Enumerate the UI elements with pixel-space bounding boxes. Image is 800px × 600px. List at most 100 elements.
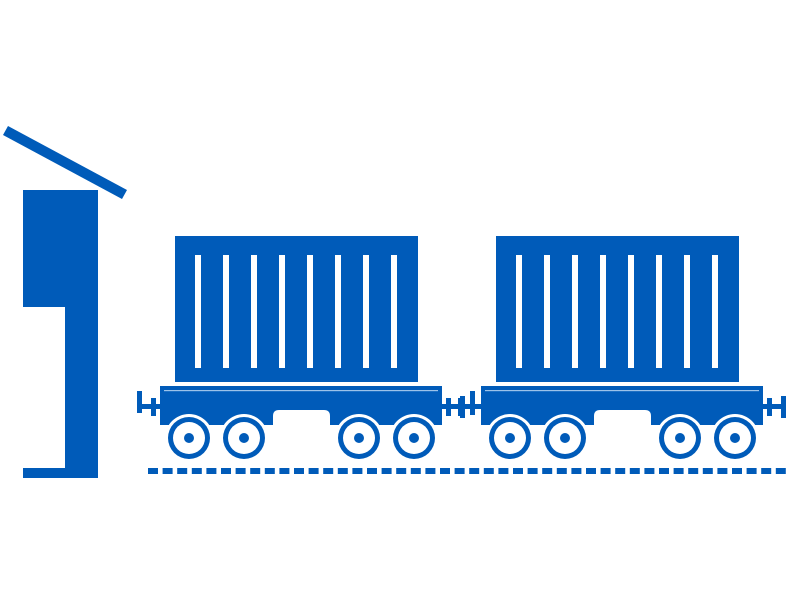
rail-dash	[308, 468, 319, 474]
wheel	[335, 414, 383, 462]
station-roof	[3, 126, 127, 199]
coupler	[137, 391, 160, 416]
rail-dash	[483, 468, 494, 474]
wheel-hub	[730, 433, 740, 443]
rail-dash	[279, 468, 290, 474]
rail-dash	[542, 468, 553, 474]
rail-dash	[177, 468, 188, 474]
rail-dash	[206, 468, 217, 474]
wagon	[481, 236, 763, 462]
container-slat	[391, 255, 397, 368]
container-slat	[279, 255, 285, 368]
rail-dash	[162, 468, 173, 474]
rail-dash	[717, 468, 728, 474]
rail-dash	[629, 468, 640, 474]
station-wall-upper	[23, 190, 98, 307]
coupler	[763, 396, 786, 418]
container-slat	[684, 255, 690, 368]
rail-dash	[600, 468, 611, 474]
wheel	[486, 414, 534, 462]
wheel-hub	[184, 433, 194, 443]
wheel	[165, 414, 213, 462]
rail-dash	[615, 468, 626, 474]
coupler-plate	[151, 398, 156, 416]
rail-dash	[264, 468, 275, 474]
rail-dash	[513, 468, 523, 474]
container-slat	[307, 255, 313, 368]
wagon-flatbed	[481, 386, 763, 425]
rail-dash	[235, 468, 246, 474]
rail-dash	[337, 468, 348, 474]
rail-dash	[469, 468, 480, 474]
container-slat	[195, 255, 201, 368]
coupler-plate	[446, 398, 451, 416]
container	[175, 236, 418, 382]
rail-dash	[586, 468, 596, 474]
rail-dash	[191, 468, 202, 474]
rail-dash	[381, 468, 392, 474]
container-slat	[628, 255, 634, 368]
rail-dash	[688, 468, 699, 474]
station-building	[3, 126, 127, 478]
rail-dash	[294, 468, 304, 474]
container-slat	[656, 255, 662, 368]
rail-dash	[367, 468, 377, 474]
container-slat	[251, 255, 257, 368]
wheel-hub	[354, 433, 364, 443]
rail-dash	[440, 468, 450, 474]
rail-dash	[673, 468, 684, 474]
rail-dash	[644, 468, 655, 474]
wheel-hub	[239, 433, 249, 443]
coupler-bar	[137, 404, 160, 409]
coupler-plate	[458, 398, 463, 416]
rail-dash	[148, 468, 158, 474]
rail-dash	[659, 468, 669, 474]
wagon	[160, 236, 442, 462]
flatbed-highlight	[164, 390, 438, 392]
container-slat	[572, 255, 578, 368]
wheel-hub	[409, 433, 419, 443]
container-slat	[516, 255, 522, 368]
coupler-plate	[767, 398, 772, 416]
wheel-hub	[675, 433, 685, 443]
coupler-bar	[763, 404, 786, 409]
rail-dash	[556, 468, 567, 474]
coupler-plate	[137, 391, 142, 413]
container-slat	[712, 255, 718, 368]
rail-track	[148, 468, 786, 474]
coupler-plate	[781, 396, 786, 418]
container-slat	[544, 255, 550, 368]
coupler-plate	[470, 391, 475, 415]
station-pillar	[65, 300, 98, 478]
container-slat	[335, 255, 341, 368]
wheel-hub	[560, 433, 570, 443]
container-body	[496, 236, 739, 382]
rail-dash	[571, 468, 582, 474]
rail-dash	[250, 468, 261, 474]
coupler-bar	[442, 404, 465, 409]
rail-dash	[732, 468, 742, 474]
rail-dash	[527, 468, 538, 474]
container-slat	[223, 255, 229, 368]
rail-dash	[775, 468, 786, 474]
rail-dash	[702, 468, 713, 474]
rail-dash	[323, 468, 334, 474]
rail-dash	[761, 468, 772, 474]
station-base	[23, 468, 98, 478]
container-body	[175, 236, 418, 382]
rail-dash	[396, 468, 407, 474]
wheel-hub	[505, 433, 515, 443]
wheel	[711, 414, 759, 462]
container-slat	[600, 255, 606, 368]
wheel	[220, 414, 268, 462]
rail-dash	[454, 468, 465, 474]
rail-dash	[425, 468, 436, 474]
container	[496, 236, 739, 382]
wagon-flatbed	[160, 386, 442, 425]
rail-dash	[221, 468, 231, 474]
wheel	[390, 414, 438, 462]
flatbed-highlight	[485, 390, 759, 392]
rail-dash	[410, 468, 421, 474]
wheel	[541, 414, 589, 462]
